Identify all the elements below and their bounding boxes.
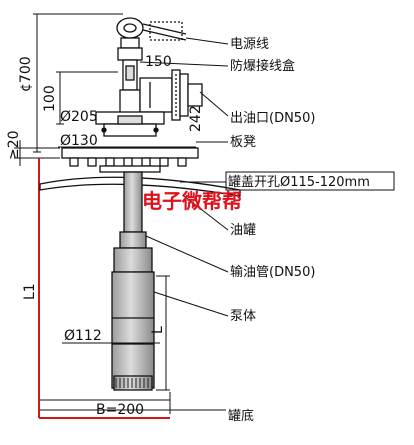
dim-150: 150 bbox=[145, 54, 172, 70]
junction-box bbox=[116, 17, 144, 117]
outlet-pipe bbox=[139, 69, 203, 121]
dim-20-line bbox=[14, 140, 60, 166]
watermark-text: 电子微帮帮 bbox=[142, 189, 242, 213]
label-tank: 油罐 bbox=[230, 223, 256, 238]
dim-100-line bbox=[56, 71, 118, 125]
stool-plate bbox=[61, 147, 199, 173]
dim-700-line bbox=[33, 13, 123, 153]
label-stool: 板凳 bbox=[230, 134, 256, 150]
dim-L: L bbox=[150, 326, 166, 334]
pump-body bbox=[111, 247, 155, 391]
label-tank-hole: 罐盖开孔Ø115-120mm bbox=[228, 175, 370, 190]
dim-B: B=200 bbox=[96, 402, 144, 418]
label-outlet: 出油口(DN50) bbox=[230, 111, 315, 126]
pump-intake bbox=[115, 378, 149, 388]
label-junction-box: 防爆接线盒 bbox=[230, 58, 295, 74]
tank-roof bbox=[39, 176, 241, 197]
label-pump-body: 泵体 bbox=[230, 309, 256, 324]
dim-700: ¢700 bbox=[18, 56, 34, 92]
dim-130: Ø130 bbox=[60, 133, 98, 149]
dim-L-line bbox=[156, 275, 170, 391]
label-tank-bottom: 罐底 bbox=[228, 408, 254, 424]
dim-205: Ø205 bbox=[60, 109, 98, 125]
dim-112: Ø112 bbox=[64, 328, 102, 344]
power-cable bbox=[142, 21, 187, 41]
upper-flange bbox=[95, 111, 165, 137]
label-delivery-pipe: 输油管(DN50) bbox=[230, 264, 315, 280]
label-power-cable: 电源线 bbox=[230, 37, 269, 52]
tank-hole-box bbox=[225, 171, 395, 191]
dim-242: 242 bbox=[188, 105, 204, 132]
dim-L1: L1 bbox=[22, 283, 38, 300]
dim-20: ≥20 bbox=[6, 130, 22, 160]
leader-lines bbox=[139, 37, 229, 411]
delivery-pipe bbox=[119, 171, 147, 249]
dim-100: 100 bbox=[42, 85, 58, 112]
